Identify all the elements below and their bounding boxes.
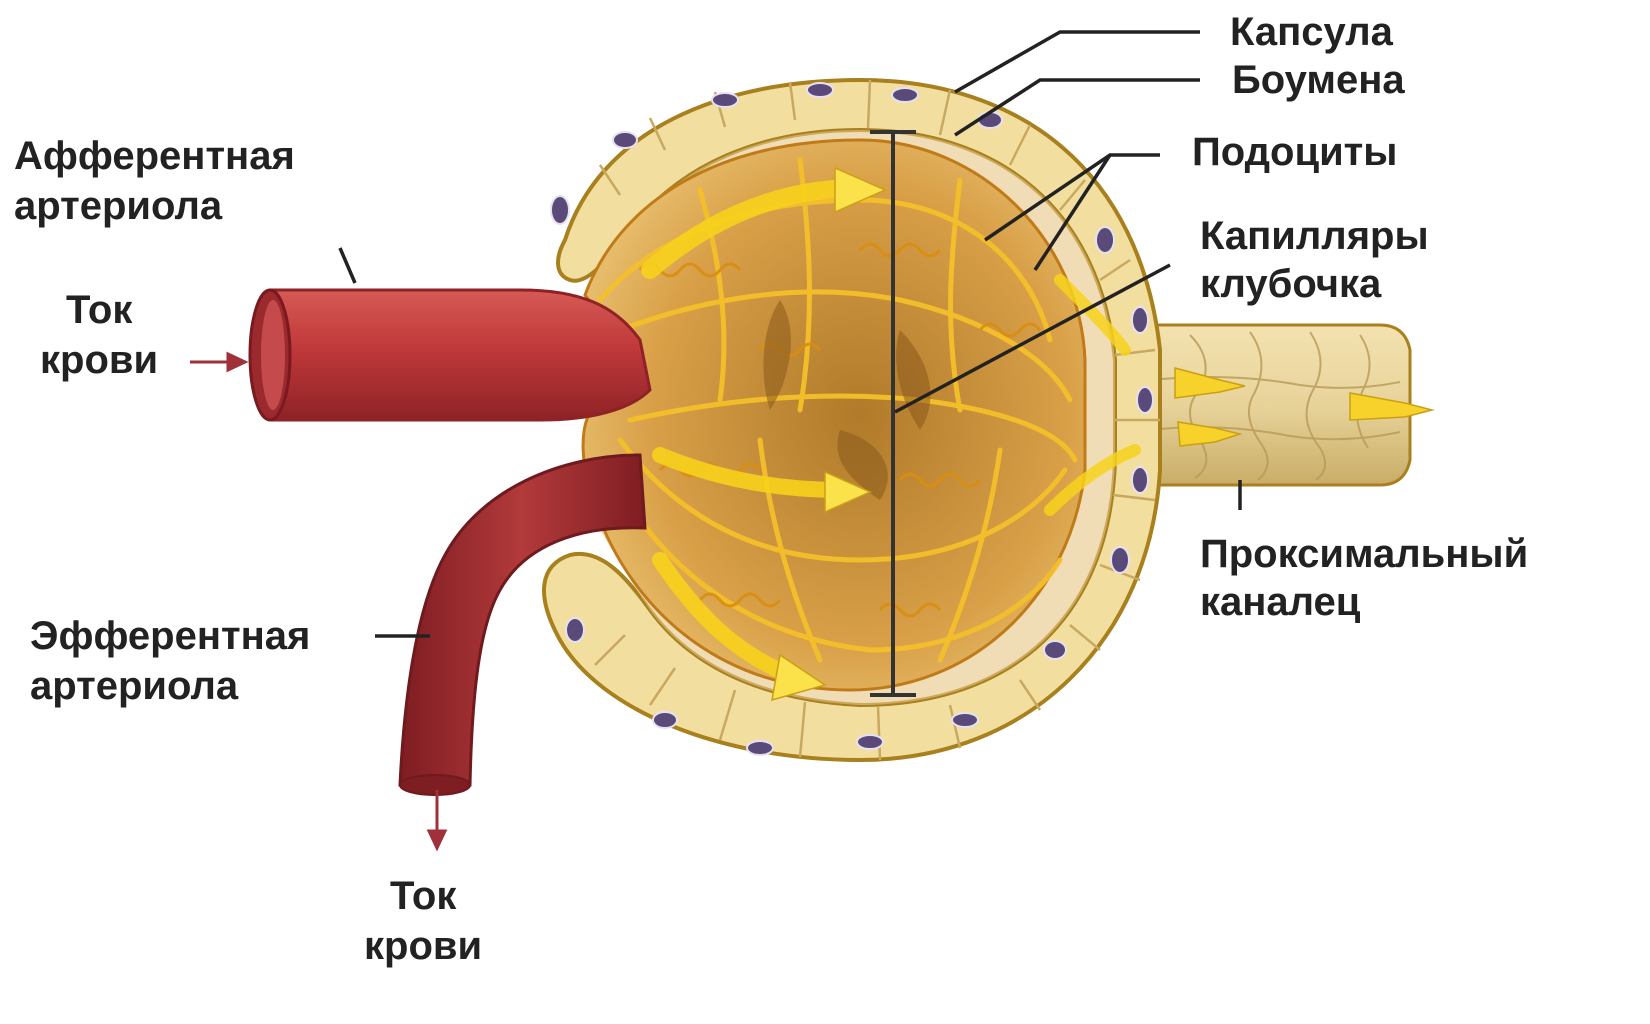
label-capsule-line1: Капсула [1230, 6, 1393, 58]
label-capillaries-line2: клубочка [1200, 258, 1381, 310]
label-efferent-line1: Эфферентная [30, 610, 310, 662]
label-capillaries-line1: Капилляры [1200, 210, 1429, 262]
blood-outflow-arrow [429, 790, 445, 848]
label-afferent-line2: артериола [14, 180, 222, 232]
label-inflow-line1: Ток [66, 284, 132, 336]
blood-inflow-arrow [190, 354, 245, 370]
label-outflow-line1: Ток [390, 870, 456, 922]
label-tubule-line1: Проксимальный [1200, 528, 1528, 580]
label-tubule-line2: каналец [1200, 576, 1360, 628]
label-capsule-line2: Боумена [1232, 54, 1405, 106]
label-outflow-line2: крови [364, 920, 482, 972]
label-efferent-line2: артериола [30, 660, 238, 712]
label-inflow-line2: крови [40, 334, 158, 386]
label-afferent-line1: Афферентная [14, 130, 295, 182]
label-podocytes: Подоциты [1192, 126, 1397, 178]
afferent-arteriole [250, 290, 650, 420]
proximal-tubule [1130, 325, 1432, 485]
